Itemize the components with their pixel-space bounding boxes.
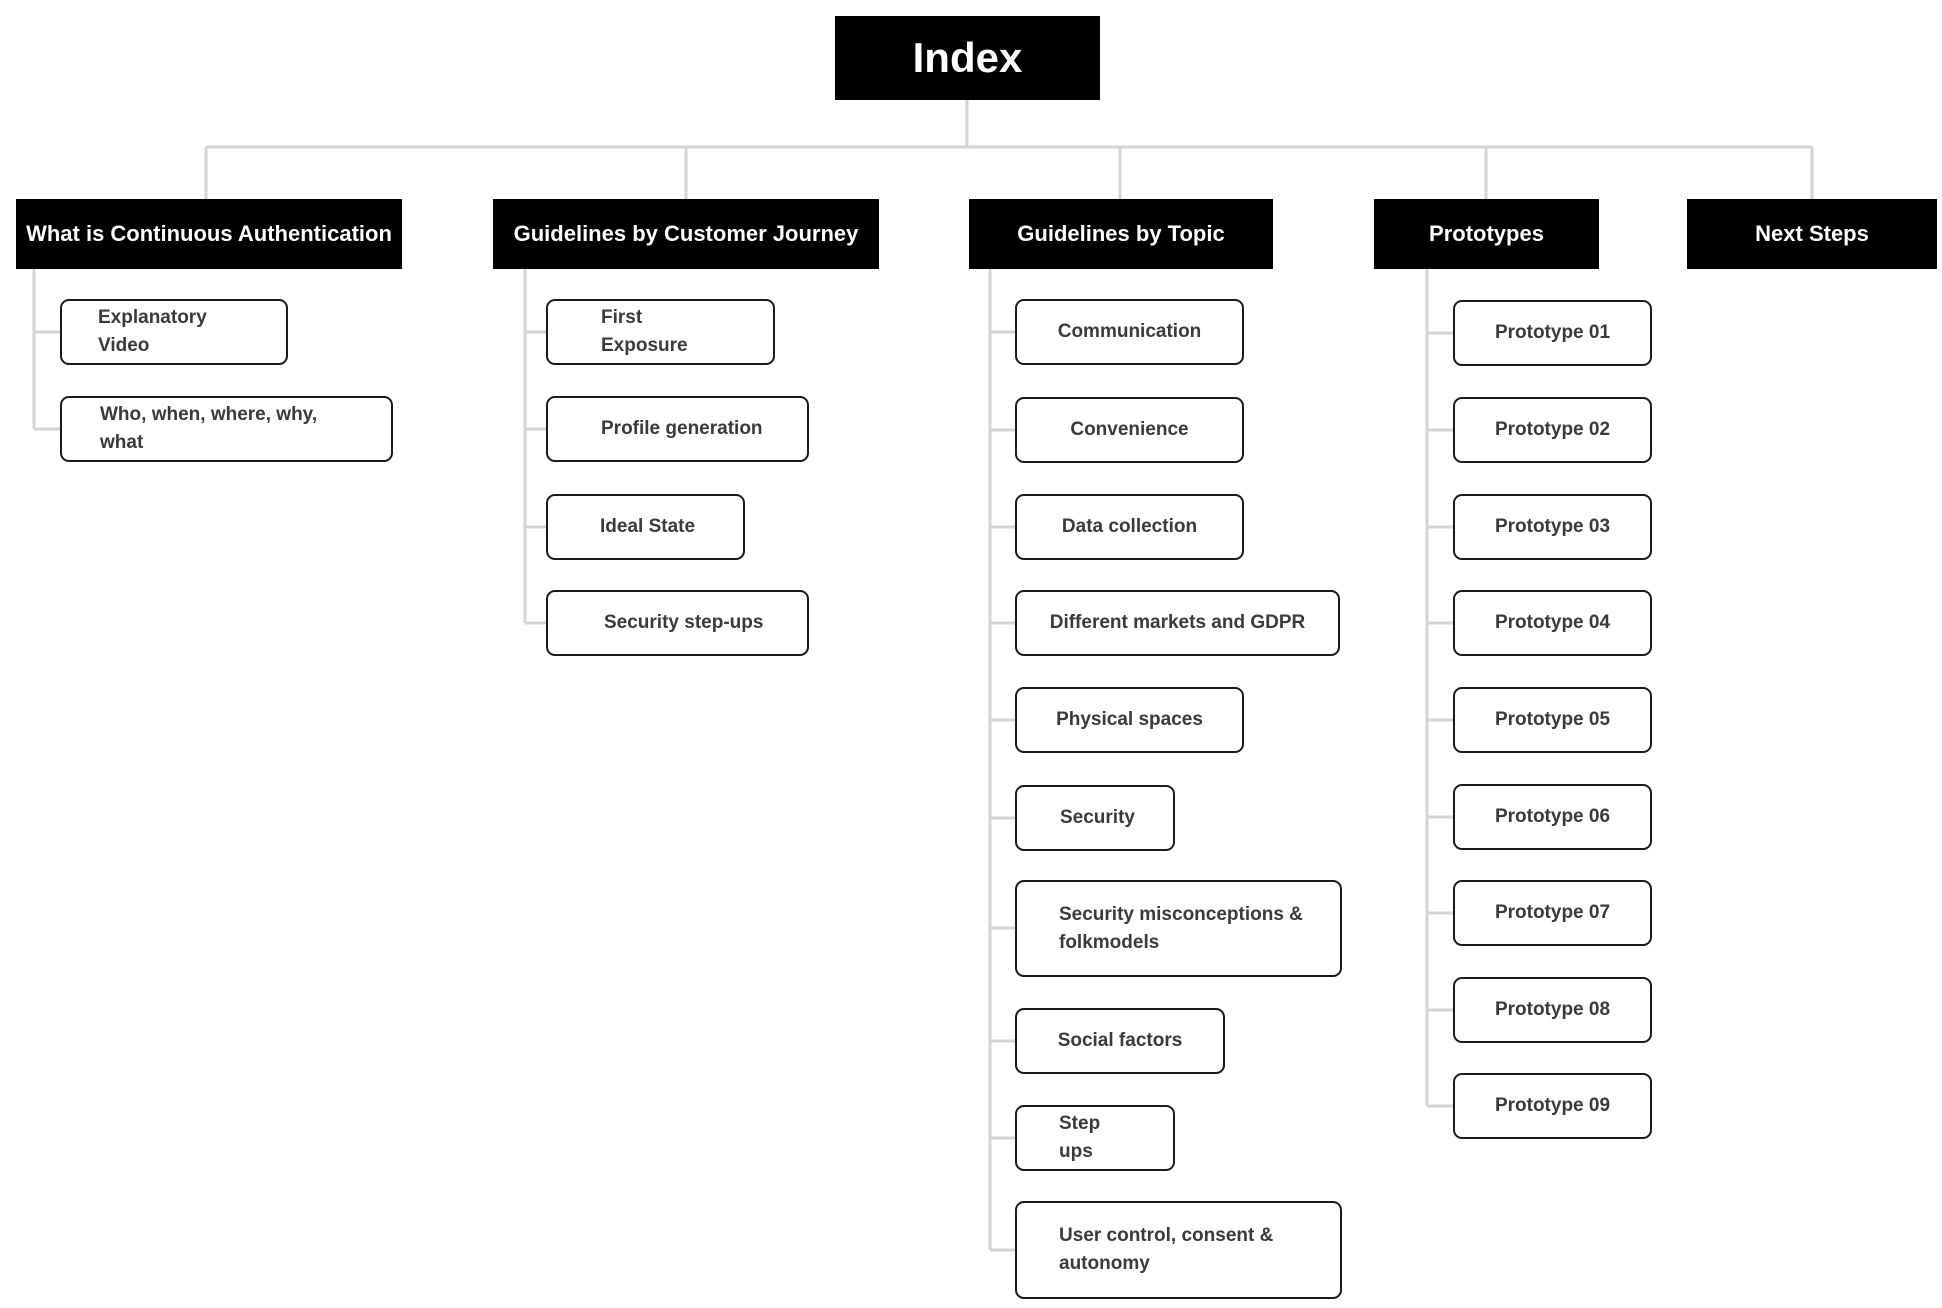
section-prototypes[interactable]: Prototypes	[1374, 199, 1599, 269]
leaf-security[interactable]: Security	[1015, 785, 1175, 851]
leaf-explanatory-video[interactable]: Explanatory Video	[60, 299, 288, 365]
leaf-who-when-where[interactable]: Who, when, where, why, what	[60, 396, 393, 462]
leaf-security-misconceptions[interactable]: Security misconceptions & folkmodels	[1015, 880, 1342, 977]
leaf-security-step-ups[interactable]: Security step-ups	[546, 590, 809, 656]
leaf-prototype-02[interactable]: Prototype 02	[1453, 397, 1652, 463]
leaf-physical-spaces[interactable]: Physical spaces	[1015, 687, 1244, 753]
leaf-first-exposure[interactable]: First Exposure	[546, 299, 775, 365]
leaf-prototype-07[interactable]: Prototype 07	[1453, 880, 1652, 946]
section-next-steps[interactable]: Next Steps	[1687, 199, 1937, 269]
leaf-convenience[interactable]: Convenience	[1015, 397, 1244, 463]
leaf-social-factors[interactable]: Social factors	[1015, 1008, 1225, 1074]
leaf-step-ups[interactable]: Step ups	[1015, 1105, 1175, 1171]
leaf-profile-generation[interactable]: Profile generation	[546, 396, 809, 462]
leaf-prototype-04[interactable]: Prototype 04	[1453, 590, 1652, 656]
section-by-topic[interactable]: Guidelines by Topic	[969, 199, 1273, 269]
leaf-prototype-08[interactable]: Prototype 08	[1453, 977, 1652, 1043]
leaf-prototype-09[interactable]: Prototype 09	[1453, 1073, 1652, 1139]
leaf-prototype-03[interactable]: Prototype 03	[1453, 494, 1652, 560]
index-root-node: Index	[835, 16, 1100, 100]
leaf-prototype-05[interactable]: Prototype 05	[1453, 687, 1652, 753]
leaf-prototype-06[interactable]: Prototype 06	[1453, 784, 1652, 850]
leaf-prototype-01[interactable]: Prototype 01	[1453, 300, 1652, 366]
leaf-data-collection[interactable]: Data collection	[1015, 494, 1244, 560]
leaf-different-markets-gdpr[interactable]: Different markets and GDPR	[1015, 590, 1340, 656]
leaf-communication[interactable]: Communication	[1015, 299, 1244, 365]
section-continuous-authentication[interactable]: What is Continuous Authentication	[16, 199, 402, 269]
section-customer-journey[interactable]: Guidelines by Customer Journey	[493, 199, 879, 269]
leaf-ideal-state[interactable]: Ideal State	[546, 494, 745, 560]
leaf-user-control[interactable]: User control, consent & autonomy	[1015, 1201, 1342, 1299]
